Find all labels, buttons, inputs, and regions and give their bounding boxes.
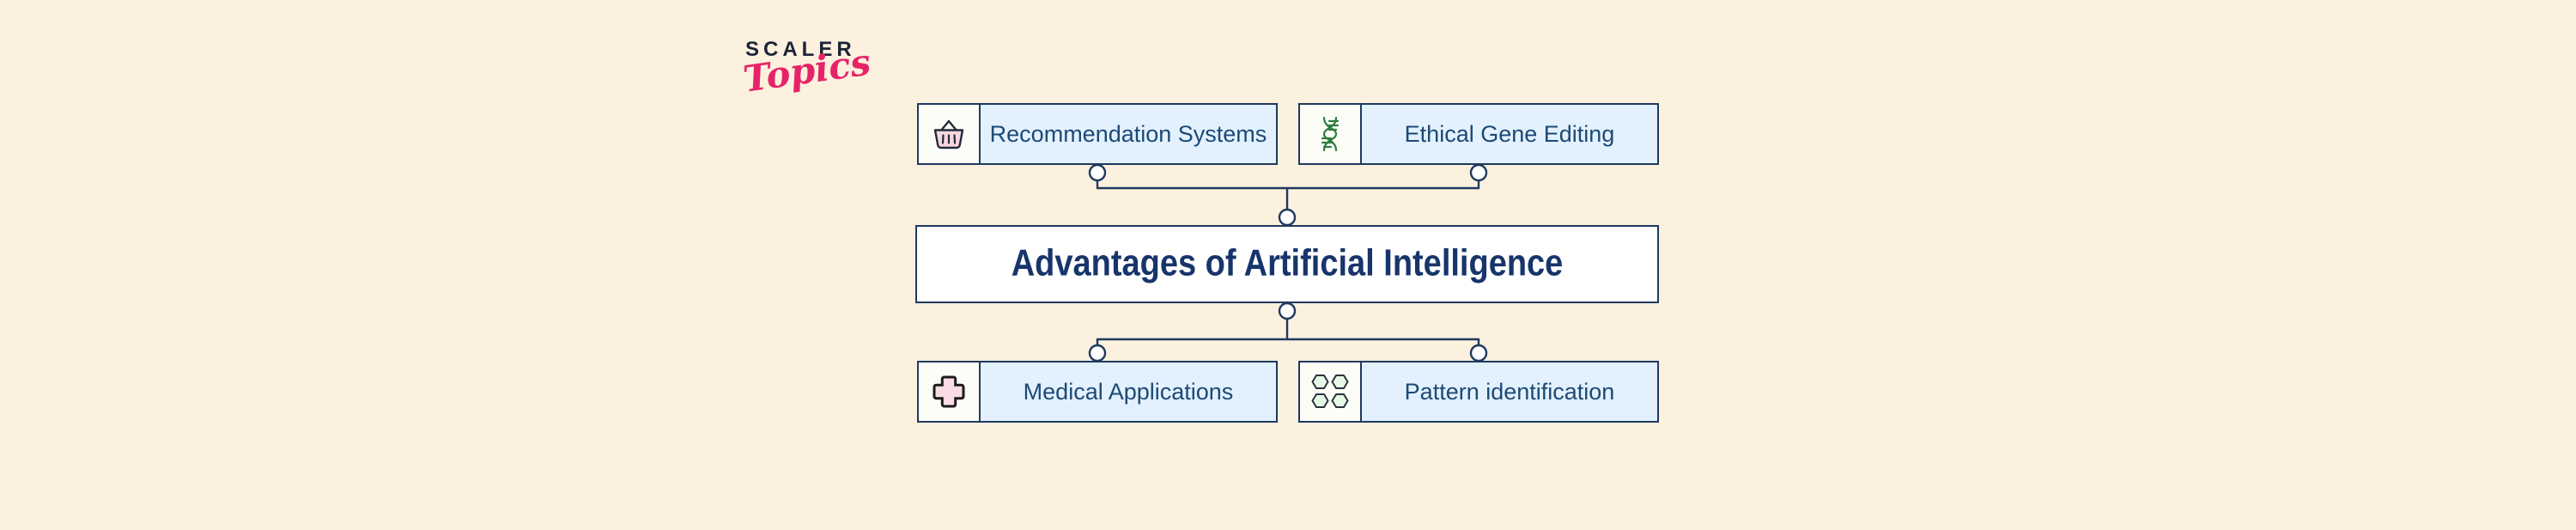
scaler-topics-logo: SCALER Topics [741, 38, 883, 101]
node-ethical-gene-editing: Ethical Gene Editing [1298, 103, 1659, 165]
node-advantages-of-ai: Advantages of Artificial Intelligence [915, 225, 1659, 303]
logo-brand-text: SCALER [745, 38, 856, 61]
connector-circle [1278, 302, 1297, 320]
hexagons-icon [1300, 362, 1362, 421]
node-label: Medical Applications [1023, 378, 1234, 405]
connector-circle [1469, 344, 1488, 362]
medical-cross-icon [919, 362, 981, 421]
connector-circle [1088, 344, 1107, 362]
node-medical-applications: Medical Applications [917, 361, 1278, 423]
connector-circle [1088, 163, 1107, 182]
node-label: Ethical Gene Editing [1404, 120, 1615, 147]
basket-icon [919, 105, 981, 163]
diagram-title: Advantages of Artificial Intelligence [1011, 242, 1564, 285]
connector-circle [1278, 208, 1297, 227]
node-pattern-identification: Pattern identification [1298, 361, 1659, 423]
connector-circle [1469, 163, 1488, 182]
node-recommendation-systems: Recommendation Systems [917, 103, 1278, 165]
node-label: Pattern identification [1404, 378, 1615, 405]
node-label: Recommendation Systems [989, 120, 1267, 147]
dna-icon [1300, 105, 1362, 163]
